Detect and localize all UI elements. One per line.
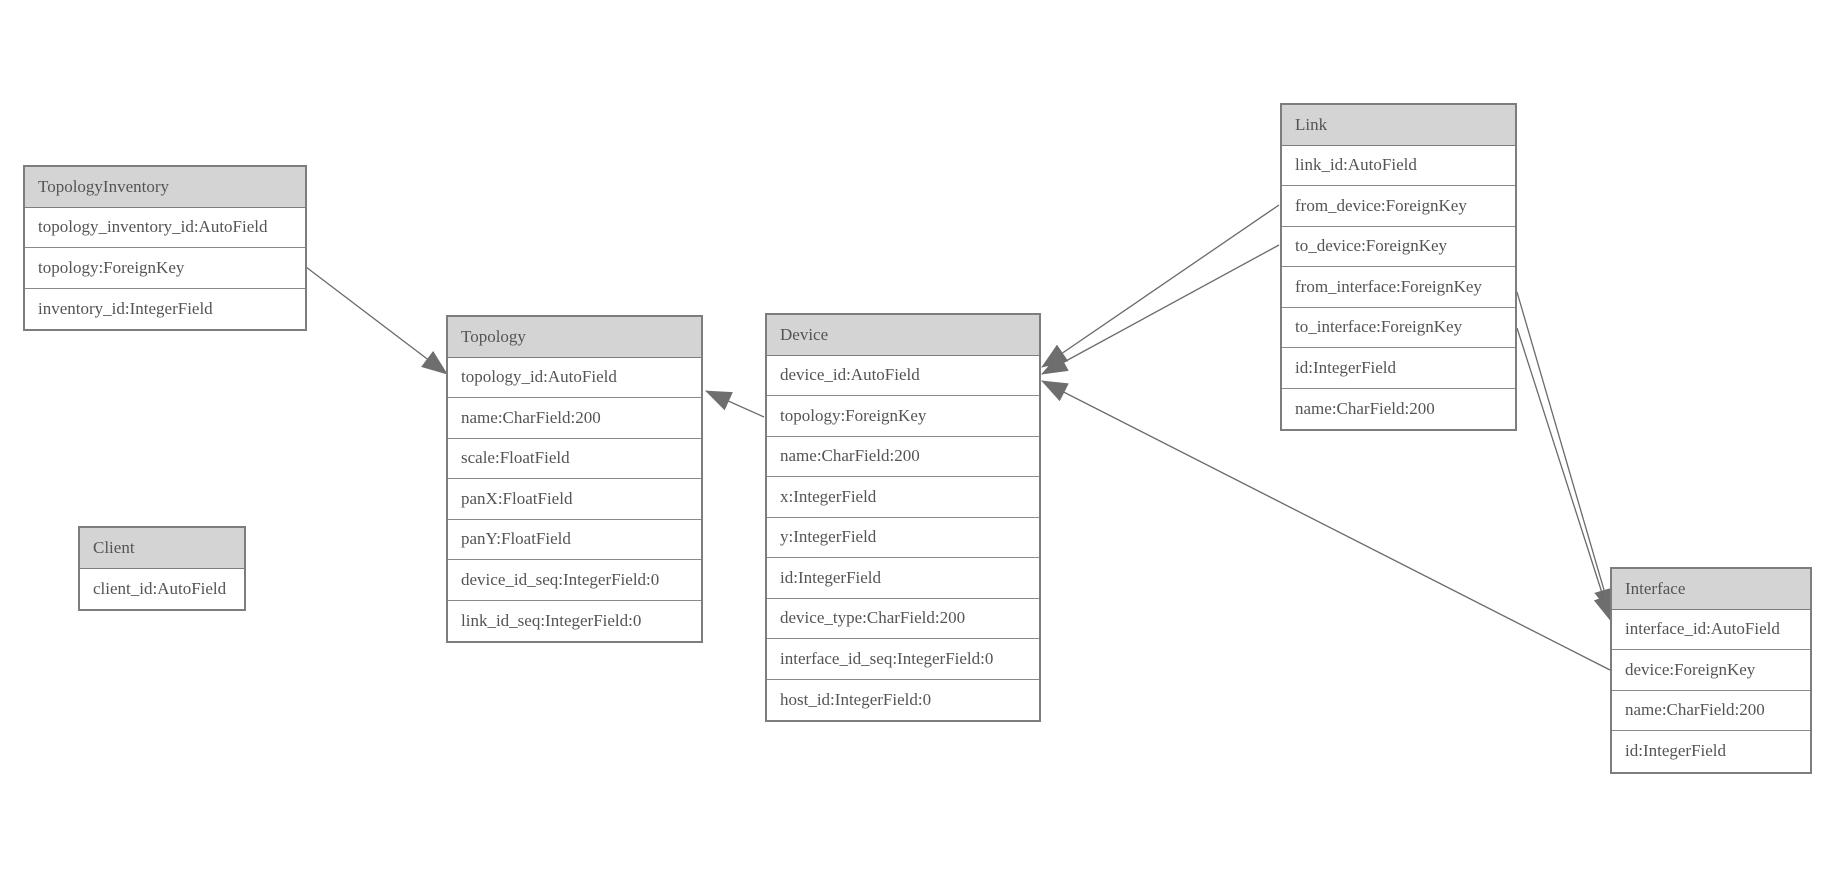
entity-topology-field-4: panY:FloatField xyxy=(448,519,701,560)
entity-device-field-8: host_id:IntegerField:0 xyxy=(767,679,1039,720)
connector-interface-device xyxy=(1041,380,1611,671)
connector-device-topology xyxy=(705,390,765,418)
entity-interface-field-2: name:CharField:200 xyxy=(1612,690,1810,731)
entity-topology-inventory-title: TopologyInventory xyxy=(25,167,305,208)
entity-link-title: Link xyxy=(1282,105,1515,146)
entity-topology-field-0: topology_id:AutoField xyxy=(448,357,701,398)
entity-link-field-2: to_device:ForeignKey xyxy=(1282,226,1515,267)
entity-link-field-1: from_device:ForeignKey xyxy=(1282,186,1515,227)
entity-device-field-7: interface_id_seq:IntegerField:0 xyxy=(767,639,1039,680)
entity-link-field-6: name:CharField:200 xyxy=(1282,388,1515,429)
entity-device-field-0: device_id:AutoField xyxy=(767,355,1039,396)
entity-device-field-2: name:CharField:200 xyxy=(767,436,1039,477)
entity-topology-field-5: device_id_seq:IntegerField:0 xyxy=(448,560,701,601)
entity-topology-field-3: panX:FloatField xyxy=(448,479,701,520)
entity-topology-title: Topology xyxy=(448,317,701,358)
entity-link-field-5: id:IntegerField xyxy=(1282,348,1515,389)
connector-topologyinventory-topology xyxy=(305,266,448,375)
connector-link-from-interface-interface xyxy=(1516,291,1614,615)
entity-device-field-3: x:IntegerField xyxy=(767,477,1039,518)
entity-interface-title: Interface xyxy=(1612,569,1810,610)
entity-device-field-1: topology:ForeignKey xyxy=(767,396,1039,437)
entity-topology-field-1: name:CharField:200 xyxy=(448,398,701,439)
entity-device-field-4: y:IntegerField xyxy=(767,517,1039,558)
connector-link-to-interface-interface xyxy=(1516,327,1613,622)
entity-interface-field-0: interface_id:AutoField xyxy=(1612,609,1810,650)
entity-link-field-3: from_interface:ForeignKey xyxy=(1282,267,1515,308)
entity-topology-field-6: link_id_seq:IntegerField:0 xyxy=(448,600,701,641)
entity-topology-inventory-field-2: inventory_id:IntegerField xyxy=(25,288,305,329)
entity-client-field-0: client_id:AutoField xyxy=(80,568,244,609)
entity-topology-field-2: scale:FloatField xyxy=(448,438,701,479)
entity-topology-inventory-field-1: topology:ForeignKey xyxy=(25,248,305,289)
entity-device-title: Device xyxy=(767,315,1039,356)
entity-device-field-5: id:IntegerField xyxy=(767,558,1039,599)
connector-link-to-device-device xyxy=(1041,244,1280,375)
entity-device-field-6: device_type:CharField:200 xyxy=(767,598,1039,639)
entity-topology-inventory-field-0: topology_inventory_id:AutoField xyxy=(25,207,305,248)
entity-client-title: Client xyxy=(80,528,244,569)
entity-interface-field-1: device:ForeignKey xyxy=(1612,650,1810,691)
entity-interface-field-3: id:IntegerField xyxy=(1612,731,1810,772)
connector-link-from-device-device xyxy=(1041,204,1280,368)
entity-link-field-4: to_interface:ForeignKey xyxy=(1282,307,1515,348)
entity-link-field-0: link_id:AutoField xyxy=(1282,145,1515,186)
